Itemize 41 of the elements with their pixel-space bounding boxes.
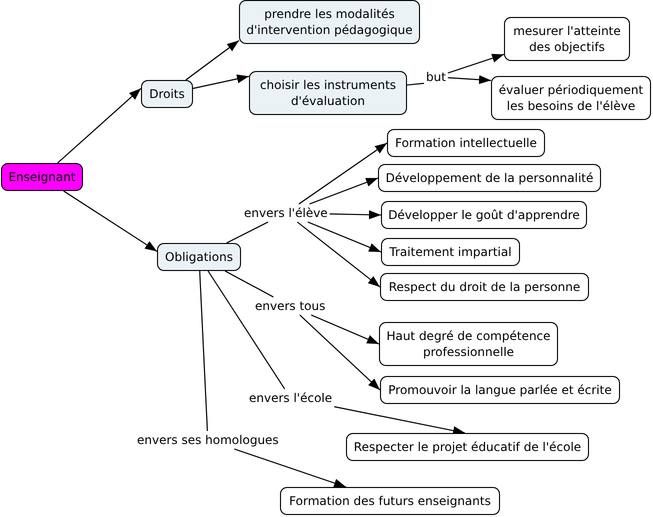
arrow <box>234 448 346 488</box>
arrow <box>448 54 504 74</box>
concept-box: Développer le goût d'apprendre <box>381 201 587 229</box>
concept-box: Droits <box>141 80 193 108</box>
arrow <box>330 210 382 220</box>
arrow <box>448 75 492 84</box>
linking-phrase: but <box>426 70 446 84</box>
arrow <box>308 222 382 252</box>
concept-box: Haut degré de compétence professionnelle <box>379 322 558 366</box>
arrow <box>57 88 142 164</box>
concept-box: Promouvoir la langue parlée et écrite <box>380 376 620 404</box>
connector-line <box>199 270 208 432</box>
arrow <box>299 314 380 390</box>
arrow <box>334 406 466 436</box>
concept-box: Formation intellectuelle <box>387 129 545 157</box>
linking-phrase: envers l'élève <box>244 206 328 220</box>
connector-line <box>226 222 268 244</box>
arrow <box>298 142 388 204</box>
concept-box: mesurer l'atteinte des objectifs <box>504 17 630 61</box>
concept-box: prendre les modalités d'intervention pédagogique <box>239 0 420 44</box>
concept-box: Obligations <box>157 243 241 271</box>
concept-box: Respecter le projet éducatif de l'école <box>346 433 589 461</box>
concept-box: Respect du droit de la personne <box>380 273 589 301</box>
concept-box: évaluer périodiquement les besoins de l'élève <box>491 76 651 120</box>
arrow <box>296 222 380 288</box>
arrow <box>309 177 378 205</box>
concept-box: choisir les instruments d'évaluation <box>249 71 407 115</box>
concept-box: Traitement impartial <box>381 238 520 266</box>
arrow <box>192 74 250 89</box>
concept-box: Développement de la personnalité <box>378 164 601 192</box>
concept-box: Formation des futurs enseignants <box>280 487 500 515</box>
linking-phrase: envers ses homologues <box>137 433 279 447</box>
arrow <box>185 40 240 80</box>
connector-line <box>208 270 286 390</box>
connector-line <box>406 82 424 86</box>
main-concept-box: Enseignant <box>1 163 83 191</box>
arrow <box>310 314 380 344</box>
arrow <box>63 190 158 252</box>
linking-phrase: envers tous <box>255 299 326 313</box>
connector-line <box>224 270 274 298</box>
linking-phrase: envers l'école <box>249 391 332 405</box>
